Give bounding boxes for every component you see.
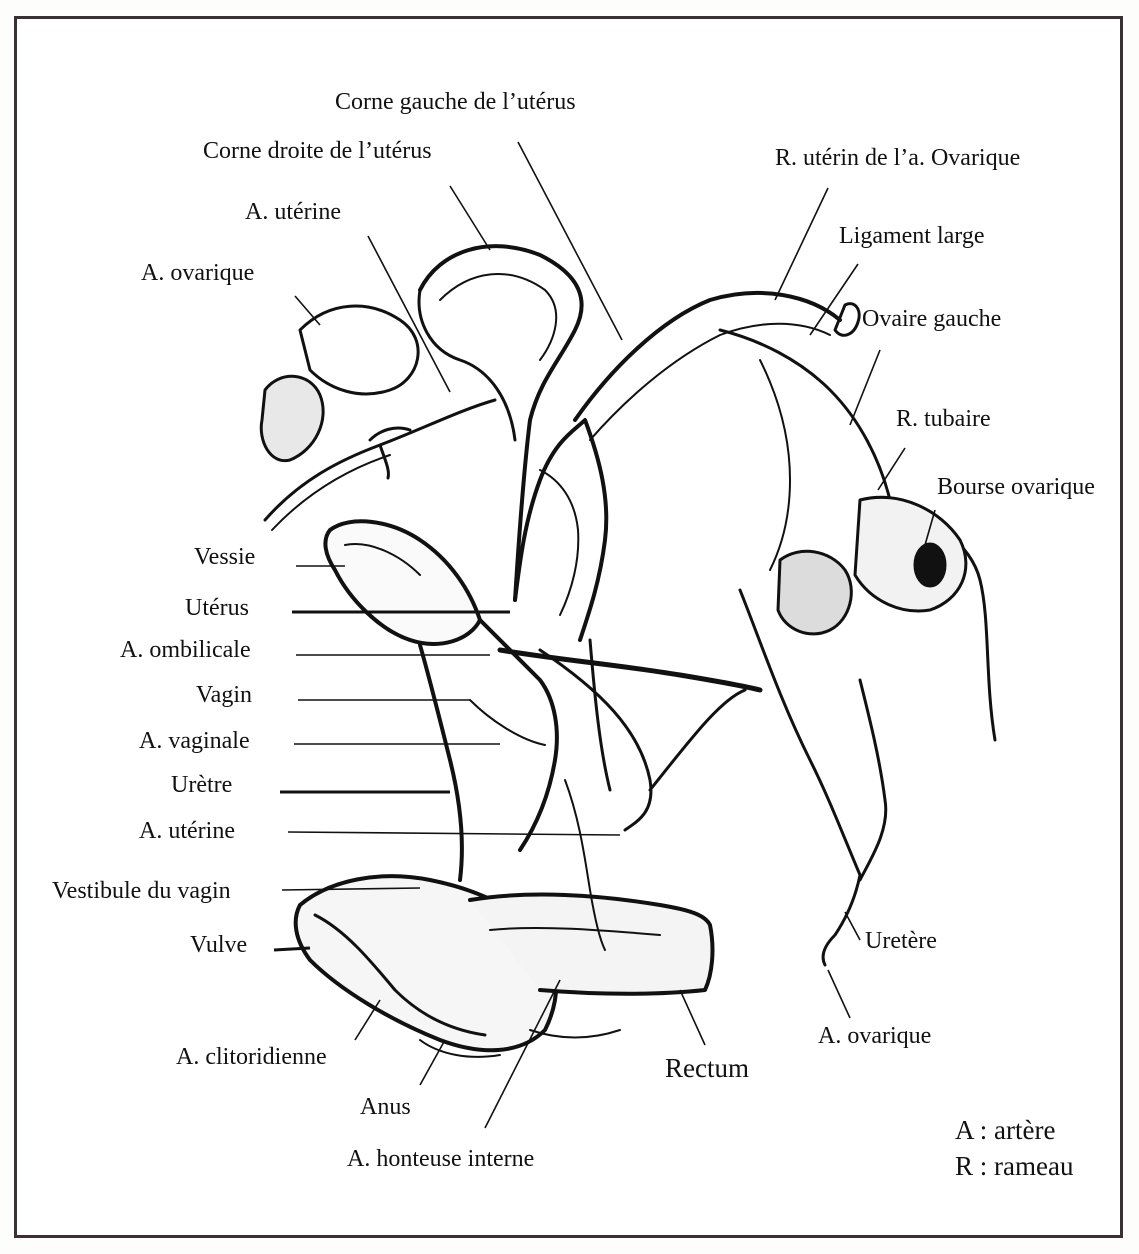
ovarian-bursa bbox=[855, 497, 966, 611]
label-ovaire-gauche: Ovaire gauche bbox=[862, 305, 1001, 333]
leader-uretere bbox=[845, 912, 860, 940]
left-uterine-horn bbox=[575, 293, 840, 420]
label-anus: Anus bbox=[360, 1093, 411, 1121]
leader-a-uterine-top bbox=[368, 236, 450, 392]
left-ovary-region bbox=[300, 306, 418, 394]
label-vulve: Vulve bbox=[190, 931, 247, 959]
label-a-uterine-bottom: A. utérine bbox=[139, 817, 235, 845]
left-ovary-lobes bbox=[261, 376, 323, 460]
label-a-honteuse: A. honteuse interne bbox=[347, 1145, 534, 1173]
leader-r-uterin bbox=[775, 188, 828, 300]
legend: A : artère R : rameau bbox=[955, 1112, 1073, 1184]
leader-corne-droite bbox=[450, 186, 490, 250]
label-corne-gauche: Corne gauche de l’utérus bbox=[335, 88, 576, 116]
leader-r-tubaire bbox=[878, 448, 905, 490]
uterus-body bbox=[515, 420, 606, 640]
label-uterus: Utérus bbox=[185, 594, 249, 622]
legend-branch: R : rameau bbox=[955, 1148, 1073, 1184]
leader-ligament bbox=[810, 264, 858, 335]
label-corne-droite: Corne droite de l’utérus bbox=[203, 137, 432, 165]
label-a-ovarique-bottom: A. ovarique bbox=[818, 1022, 931, 1050]
right-uterine-horn bbox=[420, 246, 582, 600]
left-ovary bbox=[778, 551, 851, 634]
leader-ovaire bbox=[850, 350, 880, 425]
label-ligament-large: Ligament large bbox=[839, 222, 985, 250]
leader-a-uterine-bottom bbox=[288, 832, 620, 835]
legend-artery: A : artère bbox=[955, 1112, 1073, 1148]
label-rectum: Rectum bbox=[665, 1054, 749, 1082]
label-vessie: Vessie bbox=[194, 543, 255, 571]
label-uretere: Uretère bbox=[865, 927, 937, 955]
leader-vulve bbox=[274, 948, 310, 950]
bladder bbox=[325, 521, 480, 644]
label-a-vaginale: A. vaginale bbox=[139, 727, 250, 755]
label-a-ovarique-left: A. ovarique bbox=[141, 259, 254, 287]
label-a-ombilicale: A. ombilicale bbox=[120, 636, 251, 664]
label-uretre: Urètre bbox=[171, 771, 232, 799]
label-r-tubaire: R. tubaire bbox=[896, 405, 991, 433]
ovarian-artery-path bbox=[740, 590, 860, 965]
label-vestibule: Vestibule du vagin bbox=[52, 877, 231, 905]
label-a-uterine-top: A. utérine bbox=[245, 198, 341, 226]
leader-a-ovarique-bottom bbox=[828, 970, 850, 1018]
leader-corne-gauche bbox=[518, 142, 622, 340]
label-a-clitoridienne: A. clitoridienne bbox=[176, 1043, 327, 1071]
label-vagin: Vagin bbox=[196, 681, 252, 709]
umbilical-artery bbox=[500, 650, 760, 690]
label-bourse-ovarique: Bourse ovarique bbox=[937, 473, 1095, 501]
leader-rectum bbox=[680, 990, 705, 1045]
leader-a-ovarique-left bbox=[295, 296, 320, 325]
label-r-uterin-ovarique: R. utérin de l’a. Ovarique bbox=[775, 144, 1020, 172]
